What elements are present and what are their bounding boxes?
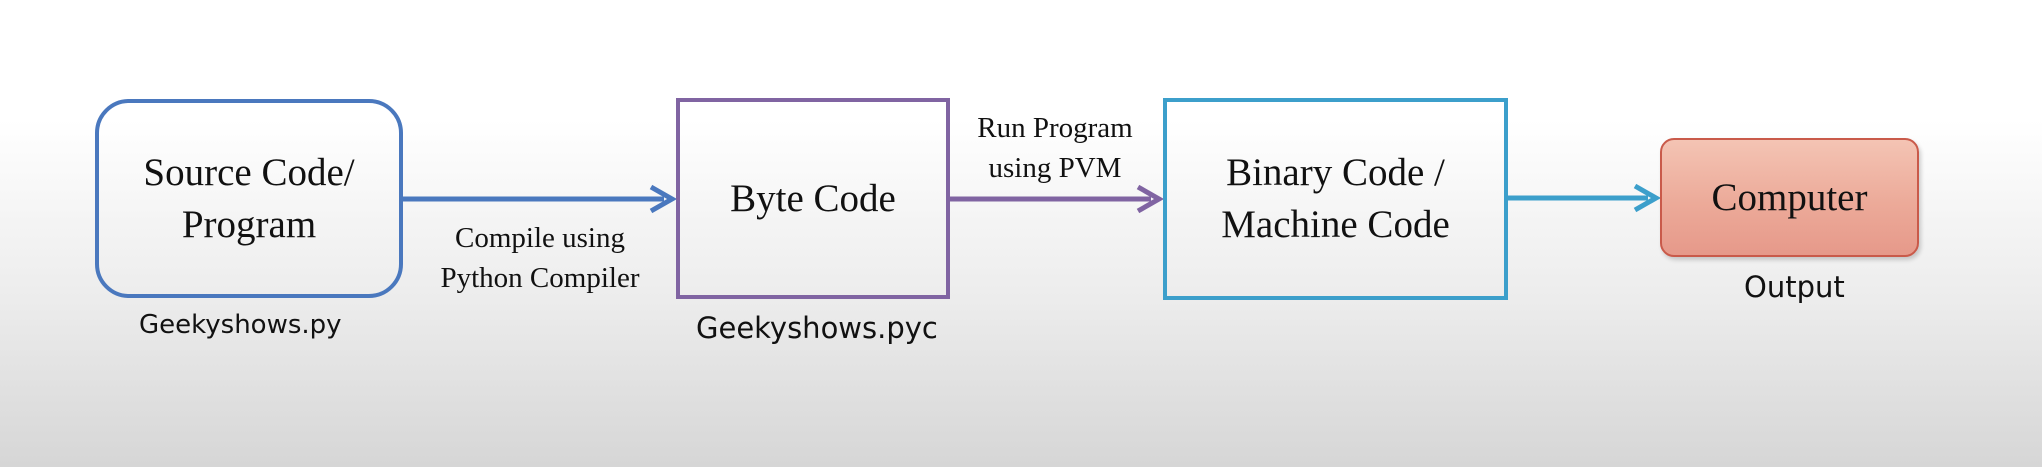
source-file-caption: Geekyshows.py bbox=[139, 310, 342, 340]
arrow-output bbox=[1508, 183, 1662, 213]
compile-label: Compile using Python Compiler bbox=[440, 222, 640, 294]
binary-code-label: Binary Code / Machine Code bbox=[1221, 151, 1450, 246]
source-code-box: Source Code/ Program bbox=[95, 99, 403, 298]
arrow-compile bbox=[403, 184, 678, 214]
output-caption: Output bbox=[1744, 270, 1845, 304]
arrow-run bbox=[950, 184, 1165, 214]
byte-code-label: Byte Code bbox=[730, 176, 896, 220]
byte-code-box: Byte Code bbox=[676, 98, 950, 299]
source-code-label: Source Code/ Program bbox=[143, 150, 355, 246]
byte-file-caption: Geekyshows.pyc bbox=[696, 311, 938, 345]
computer-label: Computer bbox=[1711, 175, 1868, 219]
run-program-label: Run Program using PVM bbox=[977, 112, 1133, 184]
binary-code-box: Binary Code / Machine Code bbox=[1163, 98, 1508, 300]
computer-box: Computer bbox=[1660, 138, 1919, 257]
